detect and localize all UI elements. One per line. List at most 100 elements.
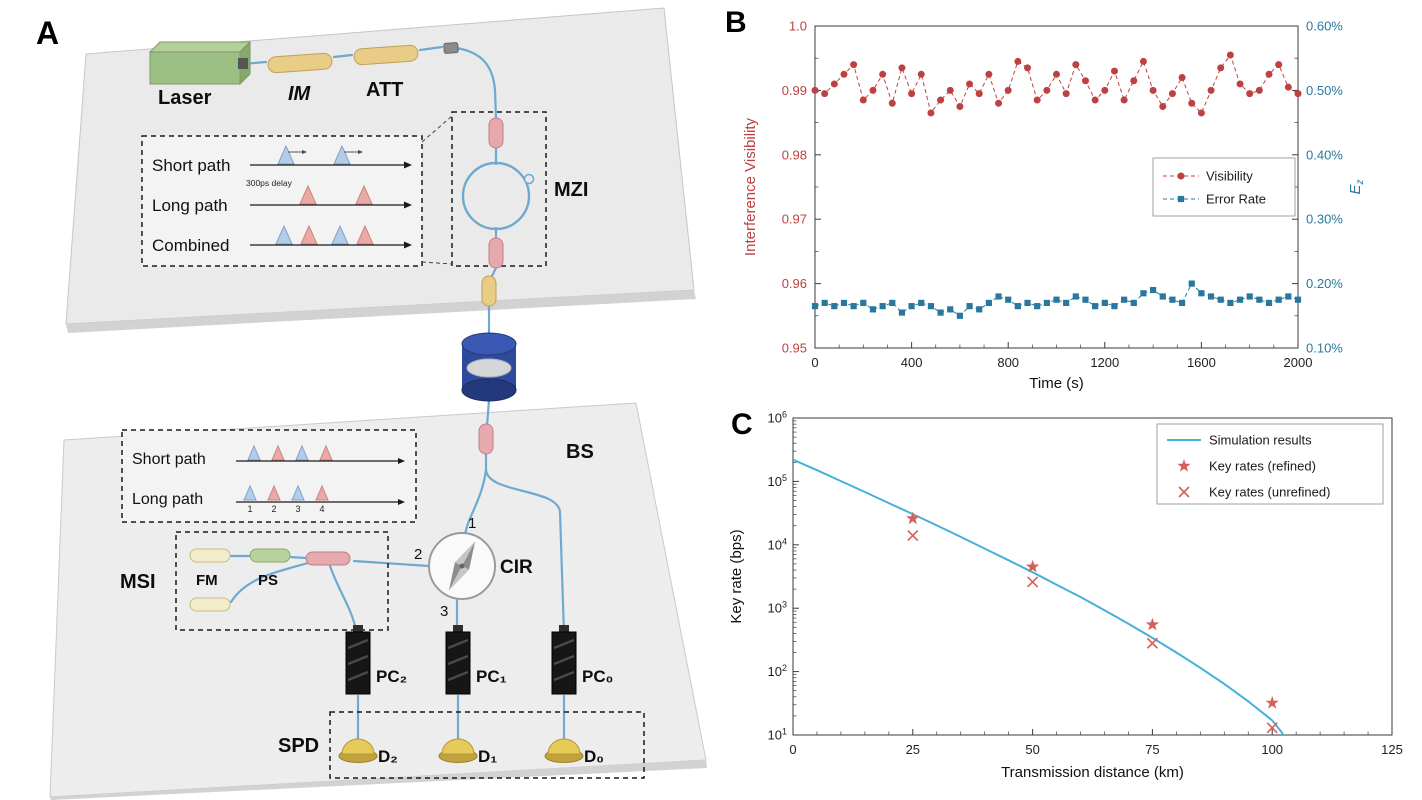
output-attenuator <box>481 275 497 307</box>
pc1 <box>445 625 471 695</box>
svg-text:Key rates (refined): Key rates (refined) <box>1209 459 1316 474</box>
b-axes: 0.950.960.970.980.991.00.10%0.20%0.30%0.… <box>782 19 1344 371</box>
b-ylabel-left: Interference Visibility <box>742 117 759 256</box>
bs-label: BS <box>566 441 594 463</box>
pc0-label: PC₀ <box>582 667 613 686</box>
pulse-inset-bottom: Short path Long path 1 2 3 4 <box>121 429 417 523</box>
cir-port-3: 3 <box>440 603 448 620</box>
inset1-long-path-label: Long path <box>152 196 228 215</box>
b-series-error-rate <box>811 280 1302 319</box>
panel-b-label: B <box>725 6 747 39</box>
spd-label: SPD <box>278 735 319 757</box>
svg-text:Visibility: Visibility <box>1206 169 1253 184</box>
b-series-visibility <box>811 51 1302 117</box>
c-ylabel: Key rate (bps) <box>728 529 745 623</box>
svg-text:105: 105 <box>768 473 787 489</box>
inset2-short-path-label: Short path <box>132 451 206 468</box>
c-axes: 101 102 103 104 105 106 0 25 50 75 100 125 <box>768 410 1403 758</box>
panel-a-diagram: Laser IM ATT MZI Short path 300ps delay <box>36 7 707 800</box>
svg-text:50: 50 <box>1025 742 1039 757</box>
c-simulation-line <box>793 458 1285 735</box>
svg-text:400: 400 <box>901 355 923 370</box>
cir-port-1: 1 <box>468 515 476 532</box>
mzi-label: MZI <box>554 179 588 201</box>
laser-label: Laser <box>158 87 212 109</box>
svg-text:0.20%: 0.20% <box>1306 276 1343 291</box>
svg-text:0.30%: 0.30% <box>1306 212 1343 227</box>
detector-d1 <box>438 738 478 763</box>
fiber-spool <box>461 332 517 402</box>
attenuator <box>353 44 419 66</box>
svg-text:0: 0 <box>789 742 796 757</box>
svg-text:100: 100 <box>1261 742 1283 757</box>
msi <box>175 531 389 631</box>
svg-text:125: 125 <box>1381 742 1403 757</box>
circulator <box>428 532 496 600</box>
msi-label: MSI <box>120 571 156 593</box>
svg-text:102: 102 <box>768 663 787 679</box>
ps-label: PS <box>258 572 278 589</box>
svg-text:0.98: 0.98 <box>782 147 807 162</box>
svg-text:1200: 1200 <box>1090 355 1119 370</box>
c-unrefined-points <box>907 529 1278 734</box>
svg-text:25: 25 <box>906 742 920 757</box>
svg-text:0.96: 0.96 <box>782 276 807 291</box>
delay-note: 300ps delay <box>246 178 293 188</box>
svg-text:0.10%: 0.10% <box>1306 341 1343 356</box>
b-xlabel: Time (s) <box>1029 375 1083 392</box>
svg-text:104: 104 <box>768 536 787 552</box>
svg-text:0.97: 0.97 <box>782 212 807 227</box>
svg-text:Error Rate: Error Rate <box>1206 192 1266 207</box>
svg-text:0.50%: 0.50% <box>1306 83 1343 98</box>
svg-text:0.40%: 0.40% <box>1306 147 1343 162</box>
svg-text:0.99: 0.99 <box>782 83 807 98</box>
pulse-number-1: 1 <box>247 504 252 514</box>
intensity-modulator <box>267 52 333 74</box>
im-label: IM <box>288 83 312 105</box>
svg-text:0.60%: 0.60% <box>1306 19 1343 34</box>
svg-text:75: 75 <box>1145 742 1159 757</box>
svg-text:Key rates (unrefined): Key rates (unrefined) <box>1209 485 1330 500</box>
pc0 <box>551 625 577 695</box>
pulse-number-4: 4 <box>319 504 324 514</box>
beam-splitter <box>478 423 494 455</box>
inset2-long-path-label: Long path <box>132 491 203 508</box>
fiber-connector <box>443 42 459 54</box>
pulse-number-3: 3 <box>295 504 300 514</box>
panel-a: Laser IM ATT MZI Short path 300ps delay <box>36 7 707 800</box>
pulse-number-2: 2 <box>271 504 276 514</box>
svg-text:Simulation results: Simulation results <box>1209 433 1312 448</box>
c-refined-points <box>906 511 1279 709</box>
inset1-short-path-label: Short path <box>152 156 230 175</box>
svg-text:101: 101 <box>768 727 787 743</box>
svg-text:1600: 1600 <box>1187 355 1216 370</box>
panel-a-label: A <box>36 15 59 51</box>
svg-text:103: 103 <box>768 600 787 616</box>
spd-box <box>329 711 645 779</box>
pc2 <box>345 625 371 695</box>
svg-text:2000: 2000 <box>1284 355 1313 370</box>
mzi <box>451 111 547 269</box>
panel-c-label: C <box>731 408 753 441</box>
inset1-combined-label: Combined <box>152 236 230 255</box>
detector-d0 <box>544 738 584 763</box>
detector-d2 <box>338 738 378 763</box>
compass-needle <box>448 541 476 591</box>
laser <box>148 40 252 86</box>
svg-text:0: 0 <box>811 355 818 370</box>
d0-label: D₀ <box>584 747 604 766</box>
cir-port-2: 2 <box>414 546 422 563</box>
svg-text:106: 106 <box>768 410 787 426</box>
c-xlabel: Transmission distance (km) <box>1001 764 1184 781</box>
panel-c: C 101 102 103 104 105 106 0 25 50 75 100 125 Simulat… <box>715 400 1422 800</box>
panel-c-chart: 101 102 103 104 105 106 0 25 50 75 100 125 Simulatio… <box>728 410 1403 782</box>
pc1-label: PC₁ <box>476 667 507 686</box>
b-ylabel-right: Ez <box>1347 179 1366 194</box>
cir-label: CIR <box>500 557 533 578</box>
d2-label: D₂ <box>378 747 398 766</box>
fm-label: FM <box>196 572 218 589</box>
svg-text:0.95: 0.95 <box>782 341 807 356</box>
